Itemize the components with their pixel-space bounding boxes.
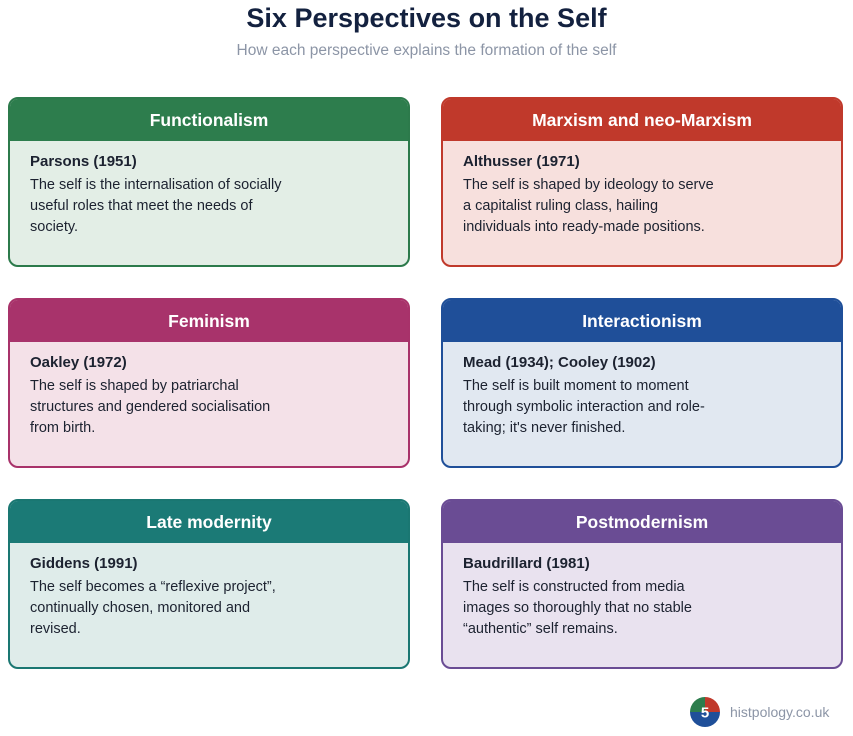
card-title: Feminism: [10, 300, 408, 342]
card-body: Giddens (1991) The self becomes a “refle…: [10, 543, 408, 640]
card-title: Interactionism: [443, 300, 841, 342]
card-body: Mead (1934); Cooley (1902) The self is b…: [443, 342, 841, 439]
card-title: Functionalism: [10, 99, 408, 141]
card-title: Late modernity: [10, 501, 408, 543]
card-description: The self is constructed from media image…: [463, 579, 692, 637]
card-author: Baudrillard (1981): [463, 555, 590, 572]
card-body: Parsons (1951) The self is the internali…: [10, 141, 408, 238]
card-body: Oakley (1972) The self is shaped by patr…: [10, 342, 408, 439]
card-description: The self is the internalisation of socia…: [30, 177, 282, 235]
card-description: The self is built moment to moment throu…: [463, 378, 705, 436]
card-late-modernity: Late modernity Giddens (1991) The self b…: [8, 499, 410, 669]
card-description: The self becomes a “reflexive project”, …: [30, 579, 276, 637]
card-author: Mead (1934); Cooley (1902): [463, 354, 656, 371]
page-title: Six Perspectives on the Self: [246, 3, 607, 33]
card-author: Oakley (1972): [30, 354, 127, 371]
card-title: Postmodernism: [443, 501, 841, 543]
card-functionalism: Functionalism Parsons (1951) The self is…: [8, 97, 410, 267]
logo-number: 5: [701, 705, 709, 722]
page-subtitle: How each perspective explains the format…: [236, 42, 617, 59]
card-feminism: Feminism Oakley (1972) The self is shape…: [8, 298, 410, 468]
card-description: The self is shaped by ideology to serve …: [463, 177, 714, 235]
card-title: Marxism and neo-Marxism: [443, 99, 841, 141]
card-author: Althusser (1971): [463, 153, 580, 170]
card-author: Parsons (1951): [30, 153, 137, 170]
card-body: Baudrillard (1981) The self is construct…: [443, 543, 841, 640]
card-description: The self is shaped by patriarchal struct…: [30, 378, 271, 436]
card-body: Althusser (1971) The self is shaped by i…: [443, 141, 841, 238]
card-marxism: Marxism and neo-Marxism Althusser (1971)…: [441, 97, 843, 267]
card-author: Giddens (1991): [30, 555, 138, 572]
card-postmodernism: Postmodernism Baudrillard (1981) The sel…: [441, 499, 843, 669]
footer-site-name: histpology.co.uk: [730, 704, 830, 720]
logo-icon: 5: [690, 697, 720, 727]
card-interactionism: Interactionism Mead (1934); Cooley (1902…: [441, 298, 843, 468]
